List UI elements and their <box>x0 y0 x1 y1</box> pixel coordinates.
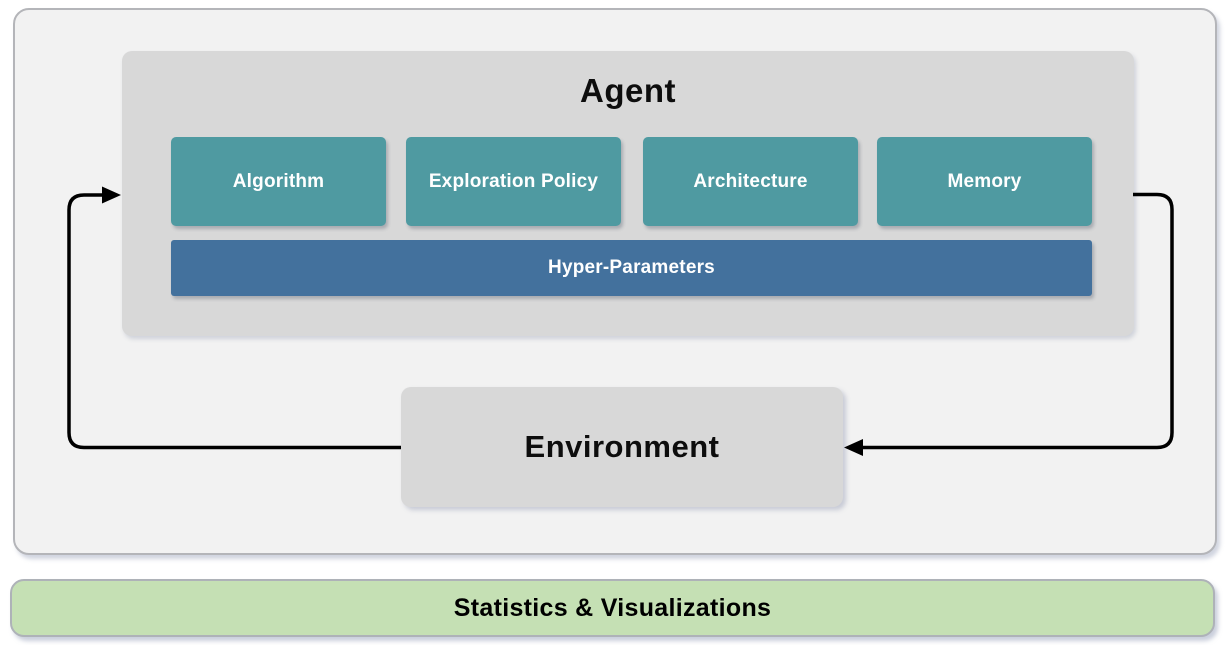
statistics-visualizations-bar: Statistics & Visualizations <box>10 579 1215 637</box>
component-box-memory: Memory <box>877 137 1092 226</box>
component-box-exploration-policy: Exploration Policy <box>406 137 621 226</box>
component-box-algorithm: Algorithm <box>171 137 386 226</box>
environment-box: Environment <box>401 387 843 507</box>
component-box-architecture: Architecture <box>643 137 858 226</box>
hyper-parameters-bar: Hyper-Parameters <box>171 240 1092 296</box>
agent-title: Agent <box>580 72 676 109</box>
